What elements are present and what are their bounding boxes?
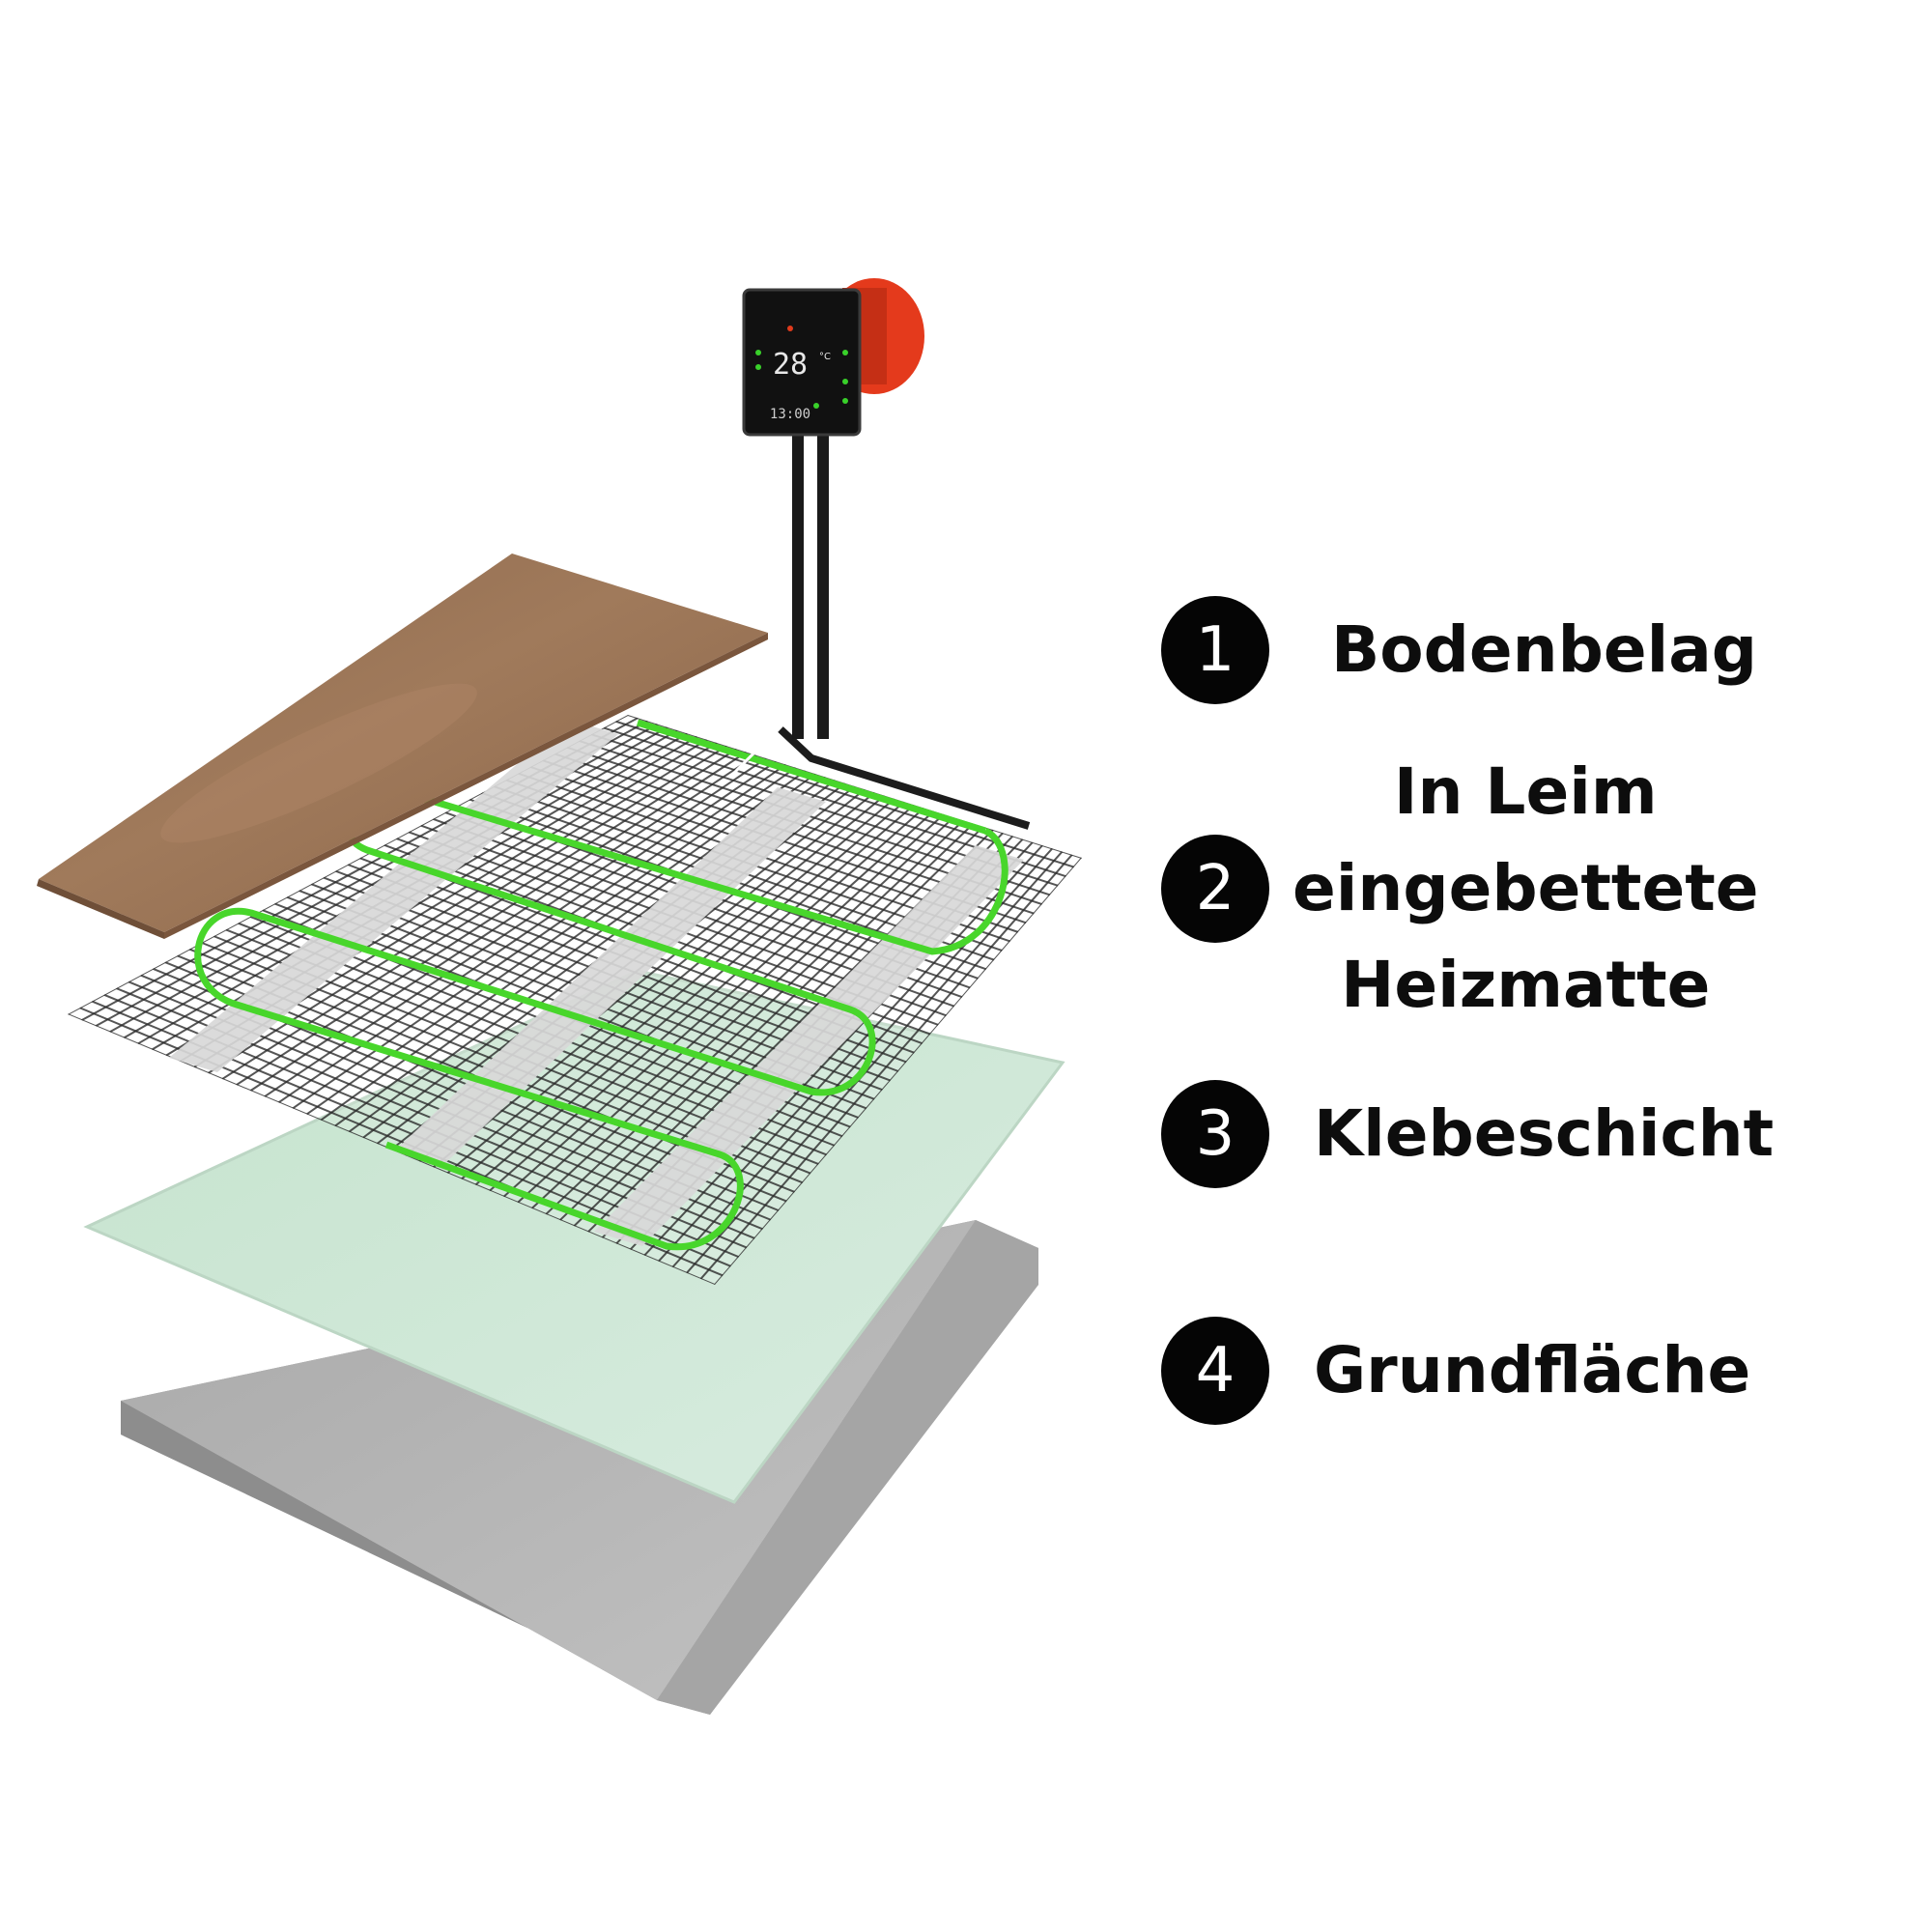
- mesh-line: [530, 816, 954, 1209]
- legend-label-3: Klebeschicht: [1314, 1086, 1774, 1182]
- mesh-line: [489, 807, 925, 1192]
- mesh-line: [686, 850, 1064, 1274]
- thermostat: 28 °C 13:00: [742, 278, 924, 739]
- mesh-line: [517, 813, 945, 1204]
- legend-line: Klebeschicht: [1314, 1096, 1775, 1171]
- legend-label-2: In Leim eingebettete Heizmatte: [1293, 744, 1759, 1034]
- mesh-line: [699, 854, 1073, 1280]
- legend-line: Bodenbelag: [1331, 612, 1758, 687]
- legend-label-4: Grundfläche: [1314, 1322, 1750, 1419]
- legend-item-3: 3 Klebeschicht: [1161, 1080, 1774, 1188]
- legend-line: Grundfläche: [1314, 1333, 1751, 1407]
- legend-label-1: Bodenbelag: [1331, 602, 1757, 698]
- mesh-line: [573, 826, 984, 1227]
- lead-cable: [778, 726, 1031, 830]
- mesh-line: [502, 810, 935, 1198]
- thermostat-unit: °C: [819, 352, 831, 362]
- thermostat-panel: [742, 288, 862, 437]
- legend-line: In Leim: [1393, 754, 1658, 829]
- thermostat-temperature: 28: [773, 348, 808, 382]
- mesh-line: [474, 804, 915, 1186]
- badge-1: 1: [1161, 596, 1269, 704]
- mesh-line: [559, 822, 975, 1221]
- legend-item-2: 2 In Leim eingebettete Heizmatte: [1161, 744, 1759, 1034]
- legend-item-4: 4 Grundfläche: [1161, 1317, 1750, 1425]
- floor-tile: [37, 554, 768, 939]
- mesh-line: [446, 798, 895, 1175]
- mesh-line: [461, 801, 905, 1180]
- legend-item-1: 1 Bodenbelag: [1161, 596, 1757, 704]
- thermostat-time: 13:00: [770, 407, 810, 422]
- badge-3: 3: [1161, 1080, 1269, 1188]
- badge-2: 2: [1161, 835, 1269, 943]
- heating-mat: [68, 715, 1082, 1285]
- legend-line: eingebettete: [1293, 851, 1759, 925]
- legend-line: Heizmatte: [1341, 948, 1711, 1022]
- badge-4: 4: [1161, 1317, 1269, 1425]
- mesh-line: [545, 819, 965, 1215]
- mesh-line: [433, 794, 886, 1169]
- mesh-line: [658, 844, 1043, 1263]
- heating-cable: [194, 719, 1009, 1251]
